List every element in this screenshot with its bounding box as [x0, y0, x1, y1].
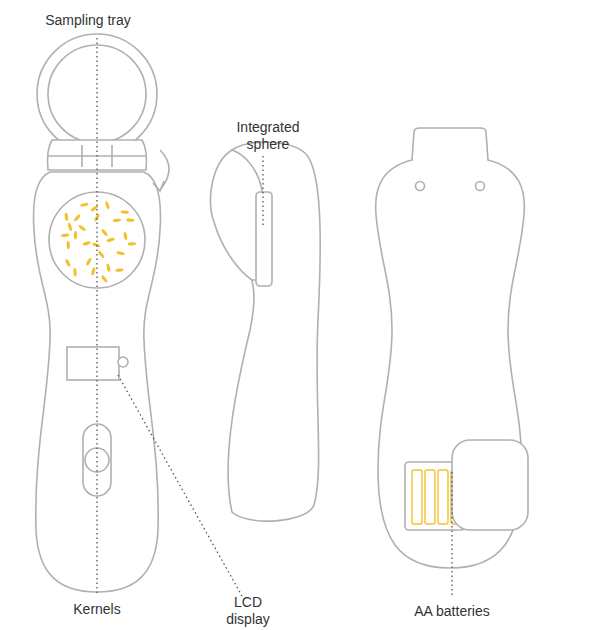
- kernel: [106, 237, 115, 242]
- kernel: [101, 228, 109, 237]
- kernel: [92, 242, 101, 248]
- kernel: [80, 202, 89, 207]
- kernel-pattern: [61, 201, 136, 284]
- part-label: AA batteries: [392, 603, 512, 620]
- battery: [438, 470, 448, 524]
- battery-cover: [452, 440, 528, 530]
- kernel: [126, 218, 135, 222]
- kernel: [67, 222, 72, 231]
- fold-arrow: [160, 150, 169, 190]
- kernel: [73, 214, 81, 222]
- kernel: [78, 224, 87, 232]
- battery: [425, 470, 435, 524]
- kernel: [82, 241, 91, 247]
- kernel: [128, 242, 136, 245]
- kernel: [64, 212, 68, 221]
- kernel: [100, 275, 108, 283]
- kernel: [123, 231, 128, 240]
- leader-line: [451, 472, 452, 598]
- kernel: [113, 218, 122, 222]
- kernel: [106, 263, 111, 272]
- sampling-tray: [49, 192, 145, 288]
- kernel: [61, 233, 70, 237]
- hinge-line: [111, 145, 113, 167]
- lcd-screen: [67, 347, 119, 380]
- button: [85, 448, 109, 472]
- part-label: LCD display: [218, 594, 278, 628]
- kernel: [120, 210, 129, 214]
- side-head: [211, 150, 262, 280]
- screw-hole: [416, 182, 425, 191]
- kernel: [85, 257, 92, 266]
- leader-line: [262, 156, 263, 225]
- battery: [412, 470, 422, 524]
- kernel: [74, 231, 77, 239]
- part-label: Integrated sphere: [228, 119, 308, 153]
- part-label: Sampling tray: [18, 12, 158, 29]
- hinge-line: [81, 145, 83, 167]
- kernel: [97, 250, 105, 259]
- kernel: [65, 258, 72, 267]
- leader-line: [118, 375, 242, 596]
- part-label: Kernels: [52, 601, 142, 618]
- kernel: [73, 268, 77, 277]
- leader-line: [96, 38, 97, 596]
- indicator: [118, 357, 128, 367]
- fold-arrowhead: [153, 181, 164, 191]
- kernel: [105, 201, 111, 210]
- kernel: [116, 251, 125, 256]
- kernel: [67, 241, 71, 250]
- kernel: [115, 268, 124, 272]
- integrated-sphere: [256, 192, 272, 286]
- screw-hole: [476, 182, 485, 191]
- kernel: [91, 267, 96, 276]
